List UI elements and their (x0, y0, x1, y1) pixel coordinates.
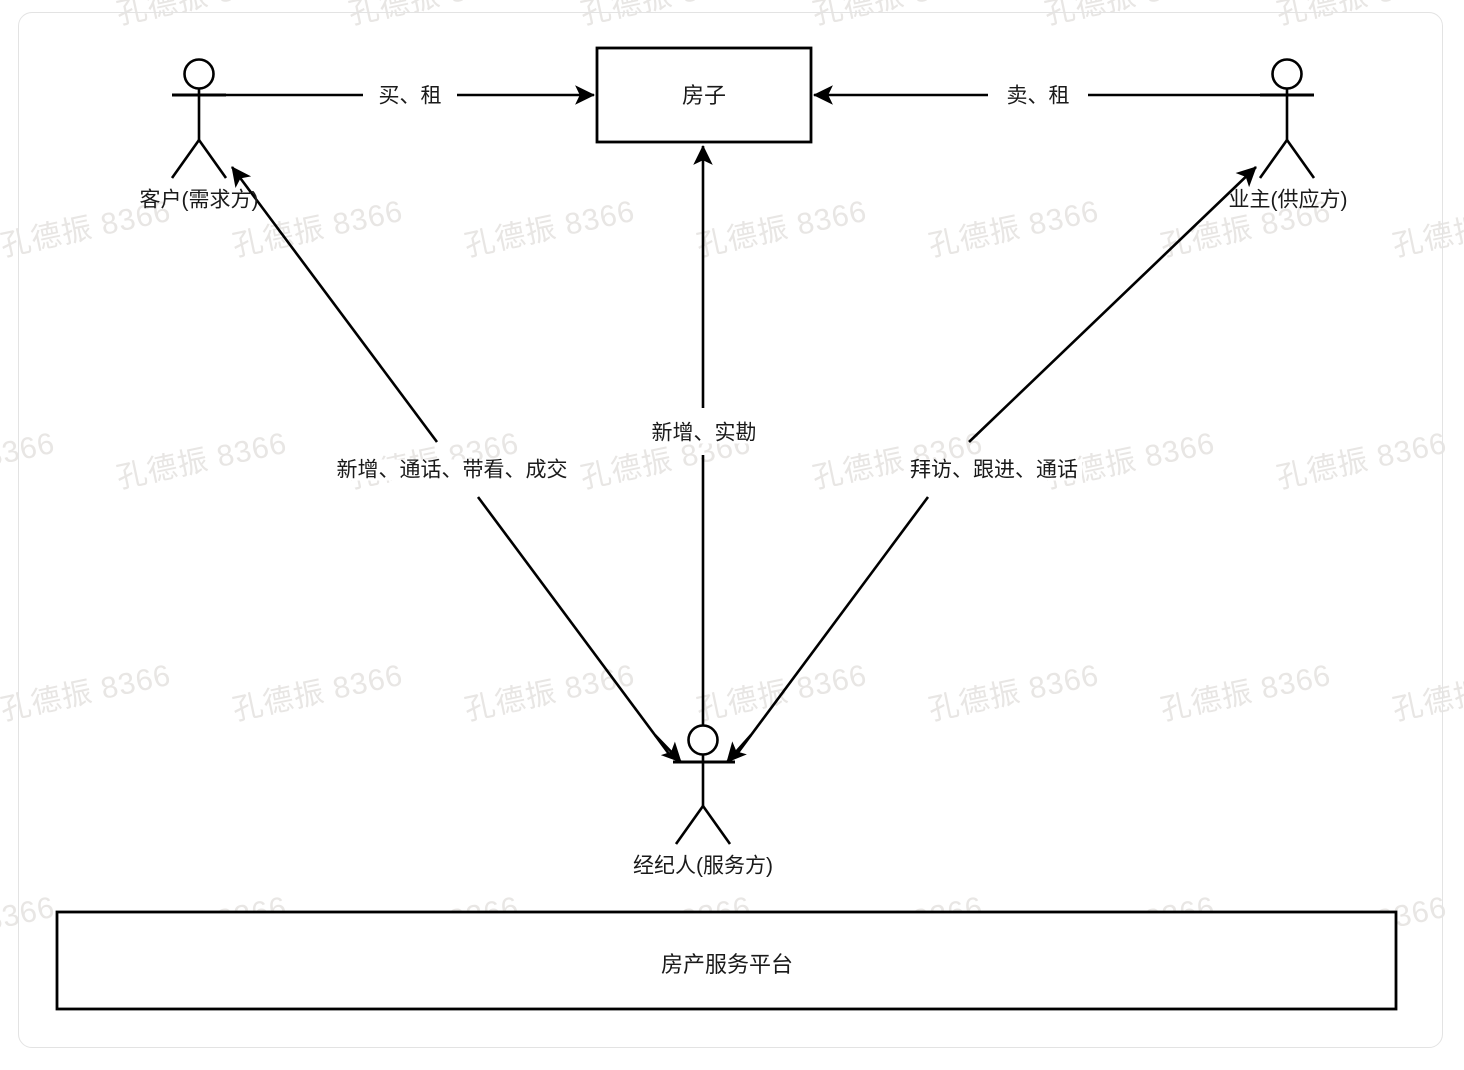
actor-owner-shape (1258, 58, 1316, 179)
actor-customer-label: 客户(需求方) (139, 188, 259, 212)
edge-label-sell-rent: 卖、租 (1002, 85, 1074, 107)
edge-agent-owner-upper (968, 166, 1257, 443)
platform-box-shape (55, 910, 1398, 1011)
edge-agent-customer-upper (230, 166, 439, 443)
edge-owner-agent-head (726, 734, 752, 763)
edge-agent-owner-lower (732, 496, 930, 759)
edge-label-add-survey: 新增、实勘 (647, 422, 761, 444)
actor-agent-shape (674, 724, 732, 845)
actor-agent-label: 经纪人(服务方) (633, 854, 773, 878)
edge-customer-agent-head (654, 734, 682, 763)
house-box-shape (595, 46, 813, 144)
actor-customer-shape (170, 58, 228, 179)
actor-owner-label: 业主(供应方) (1228, 188, 1348, 212)
platform-box-label: 房产服务平台 (660, 952, 794, 977)
edge-label-buy-rent: 买、租 (374, 85, 446, 107)
edge-agent-customer-lower (476, 496, 674, 759)
edge-label-visit-followup-call: 拜访、跟进、通话 (906, 459, 1082, 481)
house-box-label: 房子 (681, 83, 727, 108)
edge-label-add-call-show-deal: 新增、通话、带看、成交 (332, 459, 572, 481)
canvas-frame (18, 12, 1443, 1048)
